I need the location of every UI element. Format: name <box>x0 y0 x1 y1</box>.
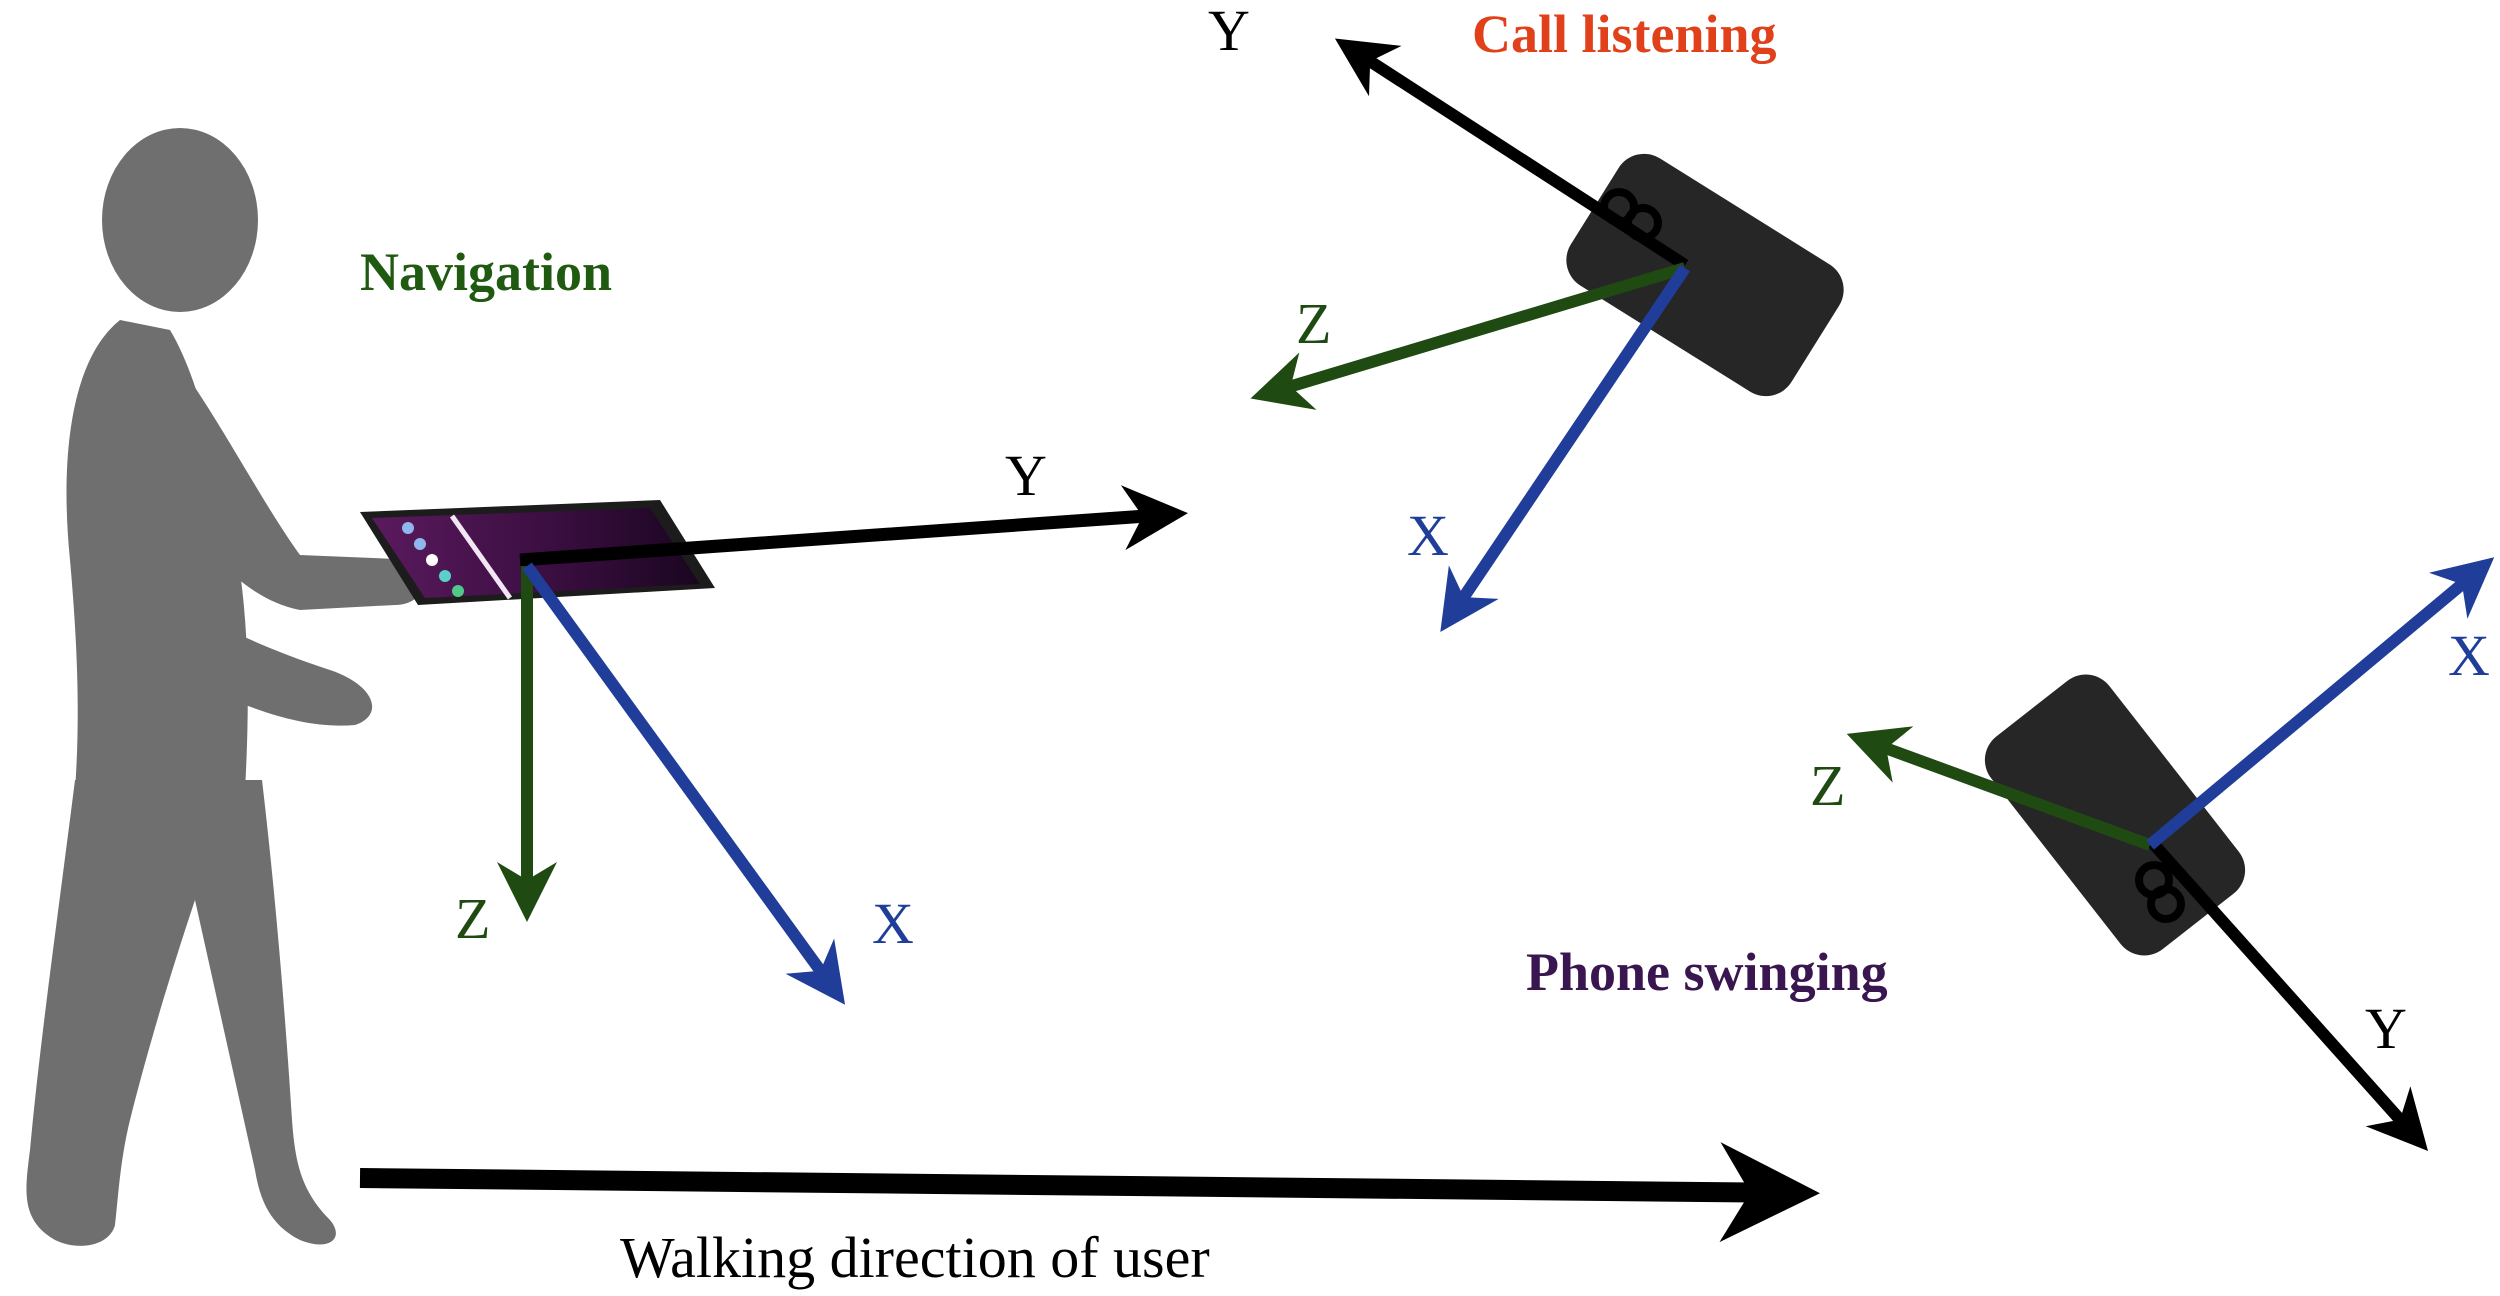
navigation-title: Navigation <box>360 242 612 302</box>
user-legs <box>26 780 336 1246</box>
swing-axis-x-label: X <box>2448 623 2490 688</box>
navigation-axis-y-label: Y <box>1005 443 1047 508</box>
user-arm-back <box>130 560 373 726</box>
phone-swinging-title: Phone swinging <box>1526 942 1888 1002</box>
call-axis-x-arrow <box>1440 264 1690 632</box>
navigation-axis-x-arrow <box>522 562 846 1005</box>
user-arm-front <box>140 345 424 610</box>
walking-direction-caption: Walking direction of user <box>620 1225 1210 1290</box>
user-head <box>102 128 258 312</box>
walking-direction-arrow <box>359 1142 1820 1243</box>
call-axis-z-label: Z <box>1296 291 1331 356</box>
user-silhouette <box>26 128 424 1246</box>
phone-swinging-phone <box>1984 674 2246 956</box>
navigation-axis-y-arrow <box>519 485 1188 567</box>
swing-axis-y-label: Y <box>2365 996 2407 1061</box>
swing-axis-y-arrow <box>2145 836 2428 1151</box>
call-axis-y-arrow <box>1334 38 1689 271</box>
navigation-axis-z-label: Z <box>455 886 490 951</box>
call-axis-x-label: X <box>1407 503 1449 568</box>
call-listening-phone <box>1566 153 1844 397</box>
swing-axis-x-arrow <box>2146 557 2495 850</box>
call-listening-title: Call listening <box>1472 4 1777 64</box>
swing-axis-z-arrow <box>1846 726 2153 851</box>
call-axis-z-arrow <box>1250 262 1687 410</box>
navigation-axis-x-label: X <box>872 891 914 956</box>
swing-axis-z-label: Z <box>1810 753 1845 818</box>
call-axis-y-label: Y <box>1208 0 1250 63</box>
